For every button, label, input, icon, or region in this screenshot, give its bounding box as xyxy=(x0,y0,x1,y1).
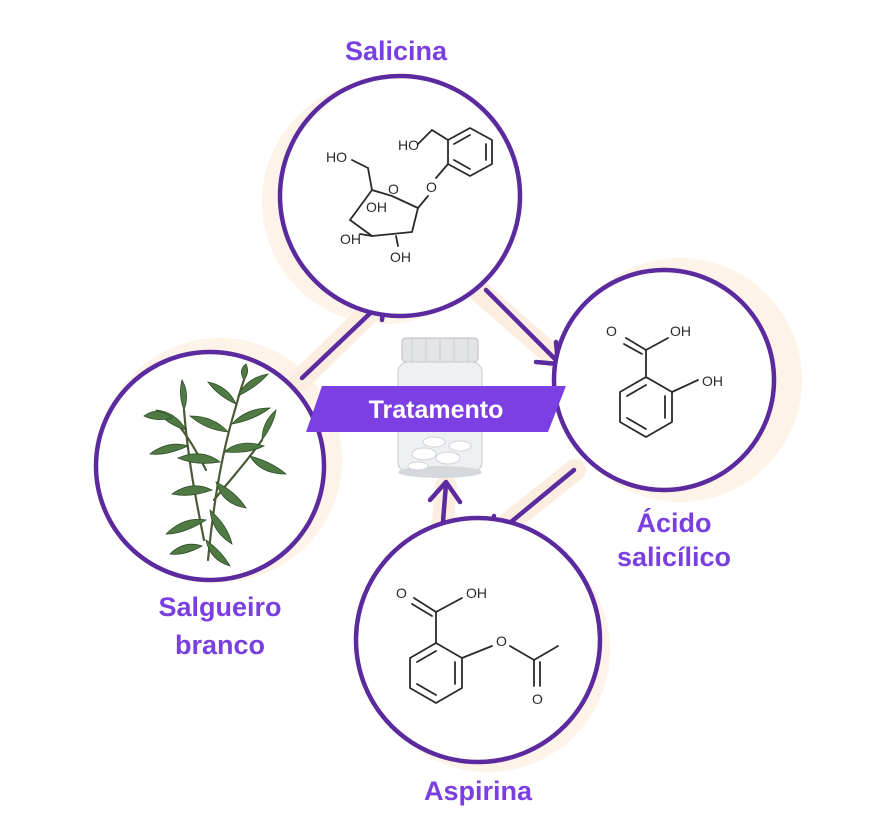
acido-oh-acid: OH xyxy=(670,323,691,339)
aspirina-label: Aspirina xyxy=(424,776,533,806)
aspirina-oh-acid: OH xyxy=(466,585,487,601)
salicina-molecule: HO O O HO OH OH OH xyxy=(326,127,493,265)
salicina-oh-bottom: OH xyxy=(390,249,411,265)
salicina-oh-left: OH xyxy=(340,231,361,247)
salicina-ho-sugar: HO xyxy=(326,149,347,165)
salgueiro-label-line2: branco xyxy=(175,630,265,660)
aspirina-o-ester: O xyxy=(496,633,507,649)
tratamento-label: Tratamento xyxy=(369,396,504,424)
arrow-salicina-to-acido xyxy=(483,287,561,367)
acido-circle xyxy=(551,267,777,493)
aspirina-o-carbonyl: O xyxy=(532,691,543,707)
acido-oh-phenol: OH xyxy=(702,373,723,389)
salgueiro-label-line1: Salgueiro xyxy=(158,592,281,622)
acido-label-line2: salicílico xyxy=(617,542,731,572)
salicina-ho-benzyl: HO xyxy=(398,137,419,153)
salicina-o-link: O xyxy=(426,179,437,195)
tratamento-banner: Tratamento xyxy=(306,386,566,432)
aspirina-circle xyxy=(353,515,603,765)
acido-molecule: O OH OH xyxy=(606,323,723,438)
aspirina-o: O xyxy=(396,585,407,601)
salicina-o-ring: O xyxy=(388,181,399,197)
acido-label-line1: Ácido xyxy=(636,507,711,538)
salicina-label: Salicina xyxy=(345,36,448,66)
salicina-oh-top: OH xyxy=(366,199,387,215)
acido-o: O xyxy=(606,323,617,339)
willow-plant-illustration xyxy=(143,363,288,567)
aspirina-molecule: O OH O O xyxy=(396,585,559,707)
salicina-circle xyxy=(277,73,523,319)
